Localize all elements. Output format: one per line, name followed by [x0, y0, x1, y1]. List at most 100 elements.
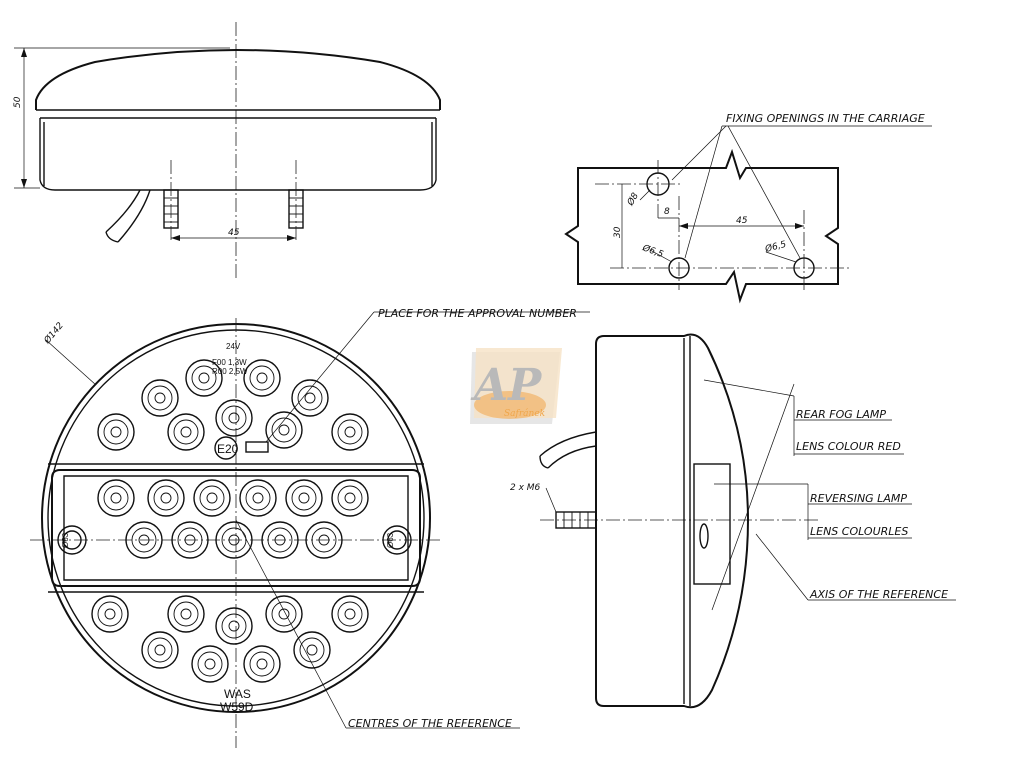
- stud-face-right: [382, 525, 412, 555]
- led-ring-17: [177, 527, 203, 553]
- led-16: [125, 521, 163, 559]
- approval-box: [245, 441, 269, 453]
- led-ring-2: [191, 365, 217, 391]
- led-14: [285, 479, 323, 517]
- led-ring-9: [337, 419, 363, 445]
- led-ring-10: [103, 485, 129, 511]
- led-core-29: [306, 644, 318, 656]
- led-25: [331, 595, 369, 633]
- led-core-14: [298, 492, 310, 504]
- fixing-openings-panel: [564, 125, 932, 304]
- led-1: [141, 379, 179, 417]
- led-ring-12: [199, 485, 225, 511]
- led-7: [215, 399, 253, 437]
- face-fog-rating: F00 1,3W: [212, 358, 247, 367]
- side-view-top: [14, 22, 441, 280]
- led-array: [91, 359, 369, 683]
- led-ring-13: [245, 485, 271, 511]
- led-core-21: [104, 608, 116, 620]
- stud-side: [555, 511, 597, 529]
- led-core-13: [252, 492, 264, 504]
- led-core-24: [278, 608, 290, 620]
- led-core-22: [180, 608, 192, 620]
- led-core-17: [184, 534, 196, 546]
- led-core-23: [228, 620, 240, 632]
- led-3: [243, 359, 281, 397]
- led-core-2: [198, 372, 210, 384]
- face-stud-right: Ø63: [386, 532, 395, 548]
- led-ring-24: [271, 601, 297, 627]
- led-ring-18: [221, 527, 247, 553]
- led-9: [331, 413, 369, 451]
- led-13: [239, 479, 277, 517]
- label-axis-reference: AXIS OF THE REFERENCE: [809, 588, 948, 601]
- housing-dome: [35, 49, 441, 110]
- led-ring-6: [173, 419, 199, 445]
- led-core-8: [278, 424, 290, 436]
- reversing-window: [693, 463, 731, 585]
- dim-vertical-30: 30: [613, 226, 623, 238]
- led-24: [265, 595, 303, 633]
- dim-stud-spacing: 45: [228, 228, 240, 238]
- front-face: [30, 311, 590, 748]
- led-core-6: [180, 426, 192, 438]
- stud-face-left: [57, 525, 87, 555]
- led-core-20: [318, 534, 330, 546]
- led-2: [185, 359, 223, 397]
- led-ring-28: [249, 651, 275, 677]
- label-approval-place: PLACE FOR THE APPROVAL NUMBER: [378, 307, 577, 320]
- face-model: W59D: [220, 700, 254, 714]
- ap-logo: [470, 348, 562, 424]
- label-fixing-openings: FIXING OPENINGS IN THE CARRIAGE: [726, 112, 925, 125]
- led-18: [215, 521, 253, 559]
- led-23: [215, 607, 253, 645]
- led-27: [191, 645, 229, 683]
- led-core-10: [110, 492, 122, 504]
- led-core-9: [344, 426, 356, 438]
- led-17: [171, 521, 209, 559]
- led-21: [91, 595, 129, 633]
- label-reversing: REVERSING LAMP: [810, 492, 907, 505]
- led-core-25: [344, 608, 356, 620]
- dim-hole-left: Ø6,5: [640, 242, 665, 260]
- led-ring-21: [97, 601, 123, 627]
- led-ring-16: [131, 527, 157, 553]
- led-ring-8: [271, 417, 297, 443]
- led-ring-22: [173, 601, 199, 627]
- led-ring-25: [337, 601, 363, 627]
- label-lens-colourless: LENS COLOURLES: [810, 525, 908, 538]
- led-ring-15: [337, 485, 363, 511]
- led-core-16: [138, 534, 150, 546]
- label-centres-reference: CENTRES OF THE REFERENCE: [348, 717, 512, 730]
- logo-letters: AP: [470, 360, 543, 411]
- led-26: [141, 631, 179, 669]
- led-ring-7: [221, 405, 247, 431]
- led-core-26: [154, 644, 166, 656]
- led-core-15: [344, 492, 356, 504]
- led-4: [291, 379, 329, 417]
- led-19: [261, 521, 299, 559]
- led-ring-4: [297, 385, 323, 411]
- face-rev-rating: R00 2,5W: [212, 367, 248, 376]
- led-5: [97, 413, 135, 451]
- led-core-18: [228, 534, 240, 546]
- dim-offset-8: 8: [664, 207, 670, 217]
- led-core-3: [256, 372, 268, 384]
- led-29: [293, 631, 331, 669]
- led-6: [167, 413, 205, 451]
- led-ring-3: [249, 365, 275, 391]
- led-core-7: [228, 412, 240, 424]
- led-ring-14: [291, 485, 317, 511]
- led-20: [305, 521, 343, 559]
- label-rear-fog: REAR FOG LAMP: [796, 408, 886, 421]
- led-core-5: [110, 426, 122, 438]
- side-housing: [595, 333, 750, 709]
- led-12: [193, 479, 231, 517]
- reversing-band: [51, 469, 421, 587]
- led-ring-5: [103, 419, 129, 445]
- cable-side: [539, 431, 597, 457]
- approval-circle: [214, 436, 238, 460]
- led-8: [265, 411, 303, 449]
- face-approval-mark: E20: [217, 442, 239, 456]
- cable-top: [105, 189, 141, 233]
